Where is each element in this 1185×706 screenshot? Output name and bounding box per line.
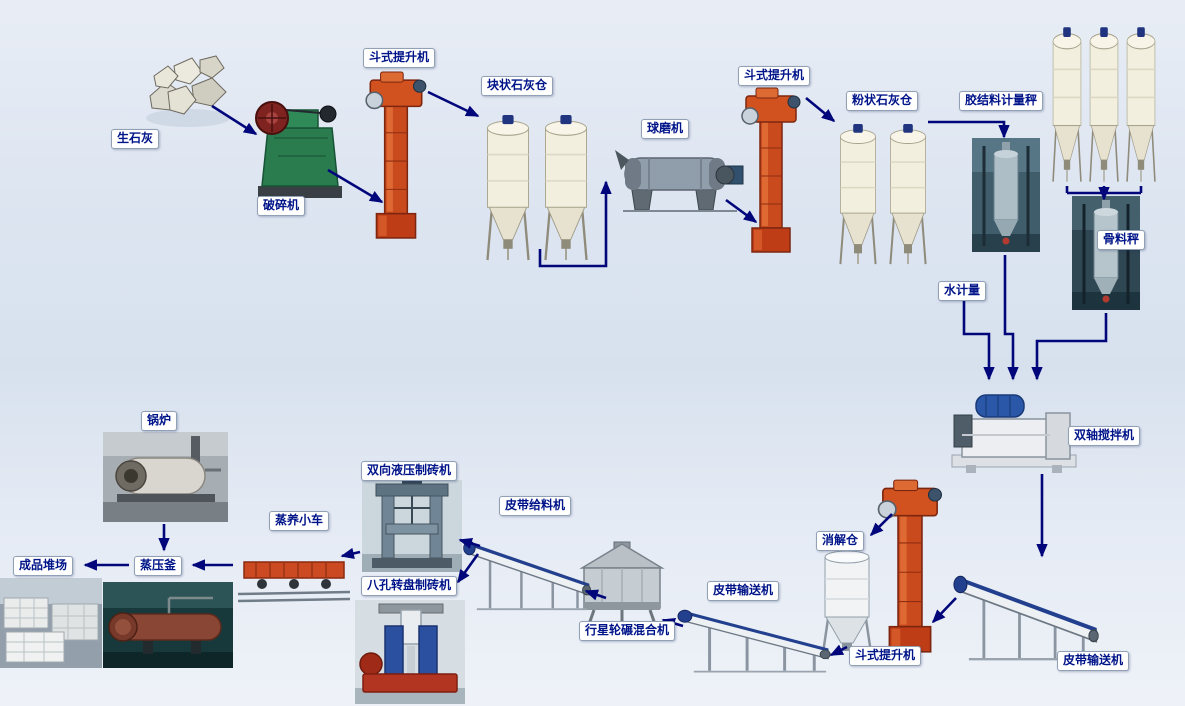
label-digestion-silo: 消解仓 (816, 531, 865, 551)
label-powder-lime-silo: 粉状石灰仓 (846, 91, 919, 111)
crusher-figure (252, 86, 347, 204)
label-aggregate-scale: 骨料秤 (1097, 230, 1146, 250)
label-binder-metering-scale: 胶结料计量秤 (959, 91, 1044, 111)
arrow-powder-silo-to-binder-scale (928, 120, 1010, 139)
aggregate-silo-1-figure (1048, 24, 1086, 186)
bucket-elevator-1-figure (360, 70, 432, 242)
belt-feeder-figure (462, 528, 594, 614)
label-product-yard: 成品堆场 (13, 556, 74, 576)
belt-conveyor-mid-figure (676, 598, 834, 676)
label-belt-feeder: 皮带给料机 (499, 496, 572, 516)
label-steam-curing-cart: 蒸养小车 (269, 511, 330, 531)
twin-shaft-mixer-figure (948, 383, 1080, 473)
product-yard-figure (0, 578, 102, 668)
arrow-water-to-mixer (962, 301, 995, 381)
label-crusher: 破碎机 (257, 196, 306, 216)
label-bucket-elevator-2: 斗式提升机 (738, 66, 811, 86)
line-silos-to-aggregate-scale (1065, 186, 1143, 195)
steam-curing-cart-figure (238, 548, 350, 606)
powder-lime-silo-2-figure (884, 121, 932, 268)
label-boiler: 锅炉 (141, 411, 178, 431)
bucket-elevator-3-figure (872, 478, 948, 656)
label-quicklime: 生石灰 (111, 129, 160, 149)
ball-mill-figure (615, 138, 745, 214)
aggregate-scale-figure (1072, 196, 1140, 310)
label-rotary-brick-press: 八孔转盘制砖机 (361, 576, 458, 596)
label-autoclave: 蒸压釜 (134, 556, 183, 576)
label-bucket-elevator-1: 斗式提升机 (363, 48, 436, 68)
aggregate-silo-2-figure (1085, 24, 1123, 186)
quicklime-rocks-figure (140, 48, 235, 130)
aggregate-silo-3-figure (1122, 24, 1160, 186)
label-belt-conveyor-right: 皮带输送机 (1057, 651, 1130, 671)
arrow-elevator1-to-lump-silo (427, 90, 480, 118)
autoclave-figure (103, 582, 233, 668)
boiler-figure (103, 432, 228, 522)
label-lump-lime-silo: 块状石灰仓 (481, 76, 554, 96)
digestion-silo-figure (816, 545, 878, 657)
arrow-binder-scale-to-mixer (1003, 255, 1019, 381)
bucket-elevator-2-figure (736, 86, 806, 256)
label-twin-shaft-mixer: 双轴搅拌机 (1068, 426, 1141, 446)
belt-conveyor-right-figure (952, 560, 1102, 665)
lump-lime-silo-1-figure (480, 112, 536, 264)
powder-lime-silo-1-figure (834, 121, 882, 268)
hydraulic-brick-press-figure (362, 480, 462, 572)
label-planetary-wheel-mixer: 行星轮碾混合机 (579, 621, 676, 641)
arrow-aggregate-scale-to-mixer (1031, 313, 1108, 381)
label-ball-mill: 球磨机 (641, 119, 690, 139)
binder-metering-scale-figure (972, 138, 1040, 252)
label-belt-conveyor-mid: 皮带输送机 (707, 581, 780, 601)
arrow-elevator2-to-powder-silo (805, 96, 836, 123)
lump-lime-silo-2-figure (538, 112, 594, 264)
label-water-metering: 水计量 (938, 281, 987, 301)
label-hydraulic-brick-press: 双向液压制砖机 (361, 461, 458, 481)
label-bucket-elevator-3: 斗式提升机 (849, 646, 922, 666)
rotary-brick-press-figure (355, 600, 465, 704)
